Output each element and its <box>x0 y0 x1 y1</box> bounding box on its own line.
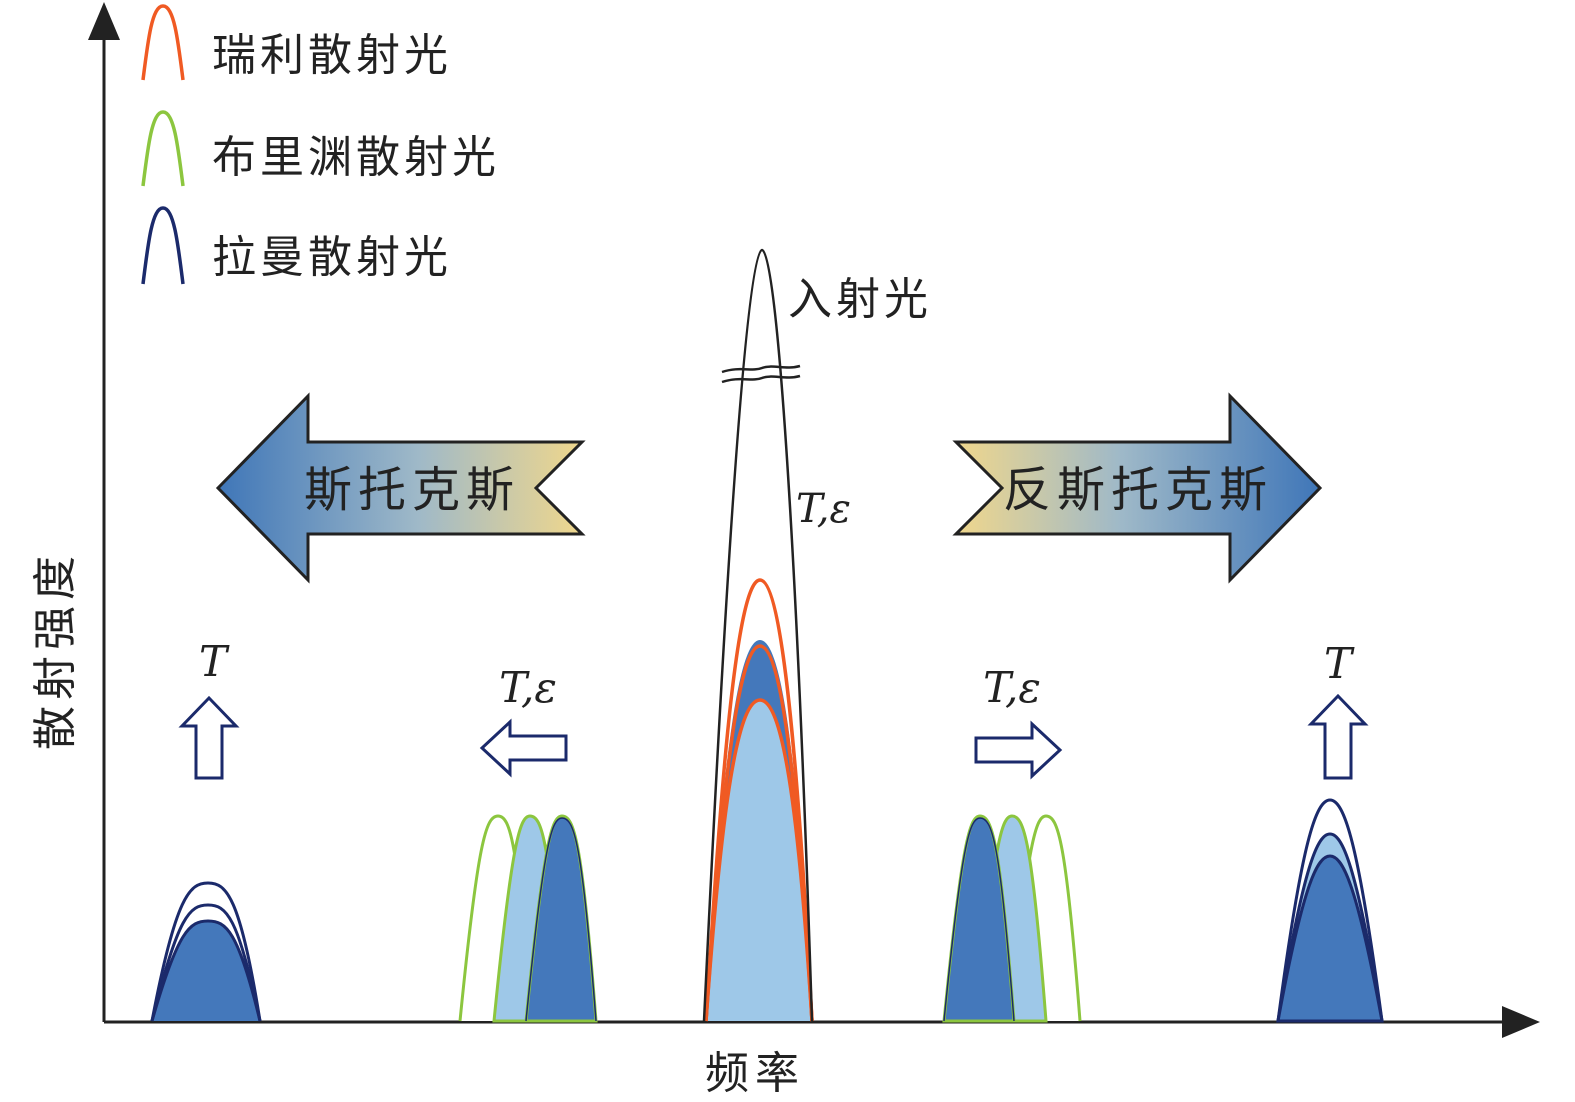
legend-raman-label: 拉曼散射光 <box>212 232 452 283</box>
incident-label: 入射光 <box>788 274 932 325</box>
axis-break-mark <box>721 364 801 374</box>
left-arrow-icon <box>479 718 568 778</box>
anti-stokes-arrow: 反斯托克斯 <box>952 392 1323 584</box>
y-axis-label: 散射强度 <box>30 550 81 750</box>
brillouin-stokes-peaks <box>458 814 598 1023</box>
brillouin-anti-stokes-peaks <box>942 814 1082 1023</box>
axes: 频率 散射强度 <box>30 2 1540 1099</box>
legend-brillouin-label: 布里渊散射光 <box>212 132 500 183</box>
legend: 瑞利散射光 布里渊散射光 拉曼散射光 <box>141 4 500 285</box>
legend-rayleigh-label: 瑞利散射光 <box>212 30 452 81</box>
incident-peak: 入射光 T,ε <box>702 248 932 1022</box>
shift-label-raman-right: T <box>1324 639 1355 688</box>
x-axis-label: 频率 <box>705 1048 805 1099</box>
shift-label-raman-left: T <box>199 637 230 686</box>
right-arrow-icon <box>974 720 1063 780</box>
anti-stokes-label: 反斯托克斯 <box>1003 462 1273 518</box>
stokes-arrow: 斯托克斯 <box>215 392 586 584</box>
incident-param-label: T,ε <box>796 486 851 532</box>
shift-label-brillouin-left: T,ε <box>499 663 557 712</box>
legend-raman-swatch <box>141 206 185 285</box>
x-axis-arrowhead <box>1502 1006 1540 1038</box>
raman-stokes-peak <box>150 881 262 1022</box>
stokes-label: 斯托克斯 <box>304 462 520 518</box>
legend-brillouin-swatch <box>141 110 185 187</box>
up-arrow-icon <box>178 695 240 780</box>
shift-label-brillouin-right: T,ε <box>983 663 1041 712</box>
legend-rayleigh-swatch <box>141 4 185 81</box>
y-axis-arrowhead <box>88 2 120 40</box>
up-arrow-icon <box>1307 693 1369 780</box>
raman-anti-stokes-peak <box>1276 798 1384 1023</box>
shift-indicators: T T,ε T,ε T <box>178 637 1369 780</box>
